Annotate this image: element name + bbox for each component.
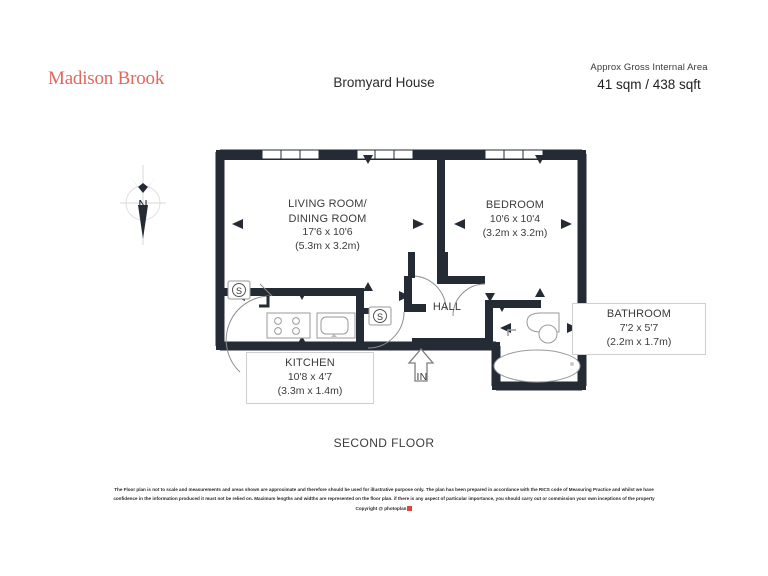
arrow-down-bedroom <box>535 288 545 297</box>
room-name: BEDROOM <box>485 199 545 211</box>
gross-internal-area-block: Approx Gross Internal Area 41 sqm / 438 … <box>554 62 744 92</box>
wall-bathroom-north <box>485 300 541 308</box>
basin-icon <box>538 324 558 344</box>
entrance-label: IN <box>416 371 428 383</box>
arrow-right-living <box>413 219 424 229</box>
smoke-detector-marker: S <box>227 280 251 300</box>
wall-hall-stub <box>404 304 426 312</box>
wall-kitchen-east <box>356 288 364 346</box>
area-label: Approx Gross Internal Area <box>590 62 708 73</box>
door-leaf-living <box>259 283 273 297</box>
wall-bathroom-west <box>485 300 493 346</box>
wall-hall-south <box>412 338 492 346</box>
floor-level-label: SECOND FLOOR <box>333 436 435 450</box>
internal-walls <box>220 158 541 346</box>
compass-north-letter: N <box>138 197 147 212</box>
copyright-text: Copyright @ photoplan <box>355 505 407 511</box>
hob-icon <box>266 312 311 339</box>
room-label-hall: HALL <box>432 301 462 313</box>
room-name: KITCHEN <box>285 357 335 369</box>
smoke-detector-marker: S <box>368 306 392 326</box>
arrow-up-kitchen <box>297 291 307 300</box>
disclaimer-line-2: confidence in the information produced i… <box>113 495 655 501</box>
wall-living-bedroom <box>437 158 445 276</box>
room-label-bedroom: BEDROOM 10'6 x 10'4 (3.2m x 3.2m) <box>430 198 600 241</box>
room-dim-imperial: 17'6 x 10'6 <box>302 226 353 239</box>
room-dim-metric: (5.3m x 3.2m) <box>295 240 360 253</box>
room-dim-metric: (3.2m x 3.2m) <box>482 226 548 239</box>
door-leaf-hall-a <box>408 252 415 278</box>
svg-text:S: S <box>377 312 383 322</box>
kitchen-fixtures-layer <box>259 296 356 339</box>
smoke-detector-markers: S S <box>227 280 392 326</box>
counter-corner <box>259 296 270 308</box>
entrance-up-arrow-icon <box>407 348 435 382</box>
compass-north-icon: N <box>120 165 166 245</box>
arrow-right-bedroom <box>561 219 572 229</box>
door-swing-hall-west <box>367 311 405 349</box>
arrow-down-living <box>363 282 373 291</box>
page-title: Bromyard House <box>333 75 435 90</box>
door-swing-hall-north <box>411 275 447 311</box>
svg-text:S: S <box>236 286 242 296</box>
arrow-down-kitchen <box>297 336 307 345</box>
arrow-up-bathroom-wall <box>485 293 495 302</box>
walls-layer <box>215 149 587 391</box>
door-swing-kitchen <box>225 295 271 373</box>
arrow-right-kitchen <box>399 291 410 301</box>
arrow-up-bedroom <box>535 155 545 164</box>
copyright-line: Copyright @ photoplan <box>34 505 734 514</box>
room-name-2: DINING ROOM <box>288 212 367 225</box>
arrow-left-bedroom <box>454 219 465 229</box>
wall-kitchen-north <box>220 288 360 296</box>
room-dim-imperial: 10'8 x 4'7 <box>287 370 333 383</box>
door-swings-layer <box>225 275 486 373</box>
brand-logo: Madison Brook <box>48 68 165 89</box>
arrow-up-bathroom <box>497 303 507 312</box>
room-label-living: LIVING ROOM/ DINING ROOM 17'6 x 10'6 (5.… <box>230 197 425 254</box>
bathroom-fixtures-layer <box>493 312 581 383</box>
door-leaf-hall-b <box>441 252 448 278</box>
arrow-down-bathroom <box>530 380 540 389</box>
disclaimer-line-1: The Floor plan is not to scale and measu… <box>114 487 654 492</box>
bathtub-icon <box>493 349 581 383</box>
room-dim-metric: (2.2m x 1.7m) <box>606 335 672 348</box>
bathroom-corner-mark <box>507 329 516 336</box>
room-name: LIVING ROOM/ <box>288 198 367 210</box>
arrow-left-bathroom <box>500 323 511 333</box>
north-windows <box>261 149 544 160</box>
room-name: BATHROOM <box>606 308 672 320</box>
arrow-left-living <box>232 219 243 229</box>
room-dim-metric: (3.3m x 1.4m) <box>277 384 343 397</box>
arrow-up-living <box>363 155 373 164</box>
photoplan-logo-icon <box>407 505 413 511</box>
disclaimer-footer: The Floor plan is not to scale and measu… <box>34 486 734 514</box>
room-label-bathroom: BATHROOM 7'2 x 5'7 (2.2m x 1.7m) <box>572 303 706 355</box>
room-label-kitchen: KITCHEN 10'8 x 4'7 (3.3m x 1.4m) <box>246 352 374 404</box>
room-dim-imperial: 10'6 x 10'4 <box>489 212 541 225</box>
room-dim-imperial: 7'2 x 5'7 <box>619 321 659 334</box>
door-swing-bedroom <box>452 283 486 317</box>
area-value: 41 sqm / 438 sqft <box>597 77 701 92</box>
wall-hall-bedroom <box>437 276 485 284</box>
wall-hall-west <box>404 276 412 312</box>
